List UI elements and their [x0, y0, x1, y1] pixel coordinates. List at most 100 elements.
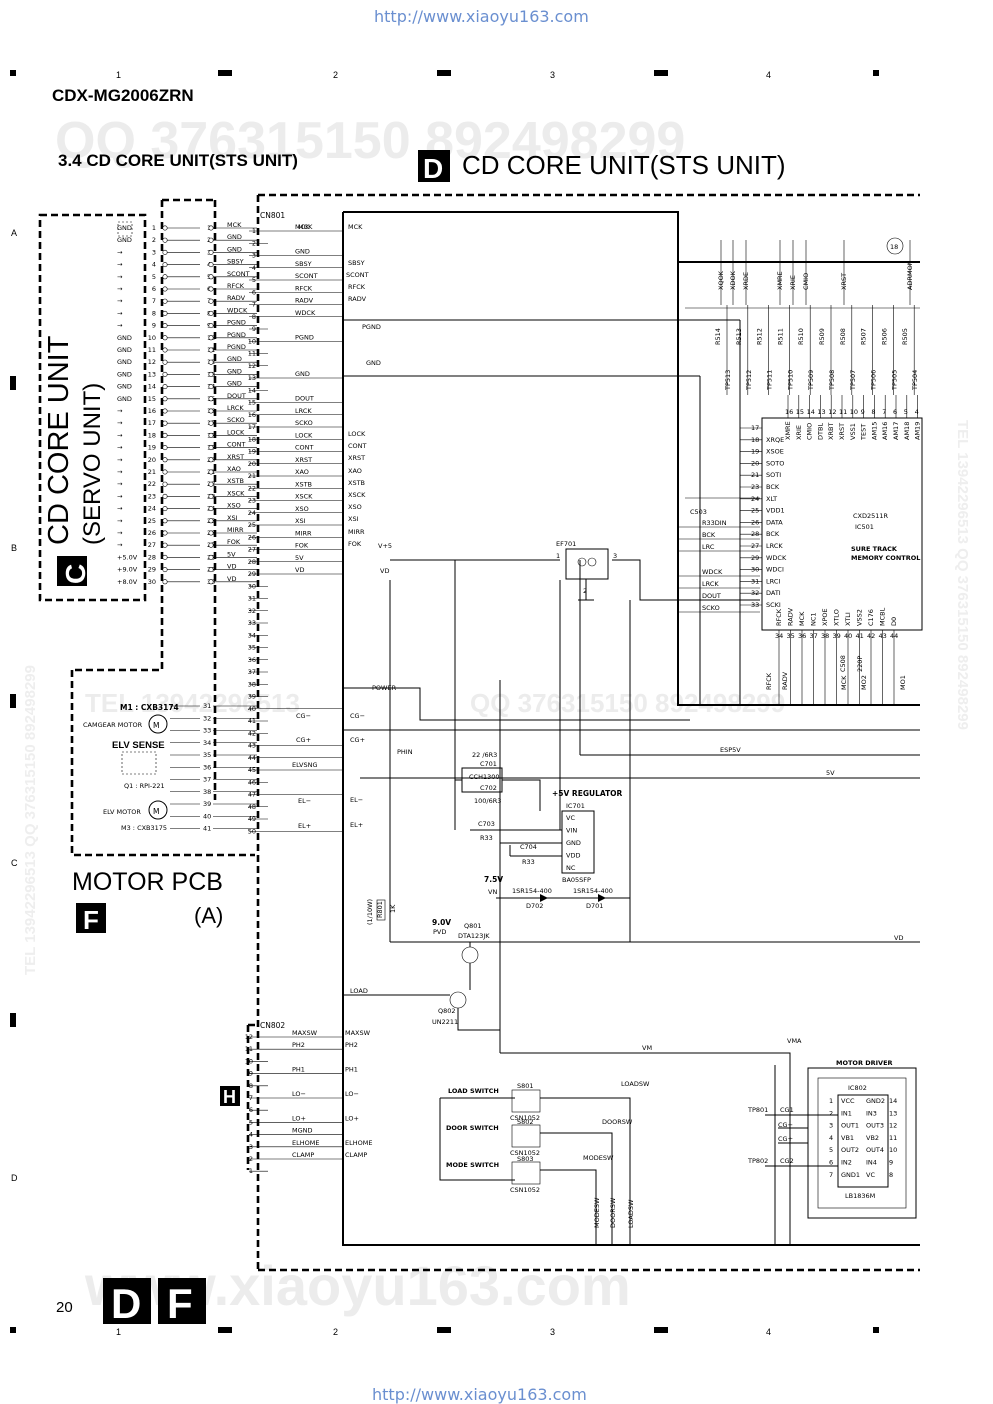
grid-markers-left: [10, 376, 16, 1027]
ic501-bottom-net: MO2: [860, 675, 868, 690]
servo-pin-30: 30: [148, 578, 156, 586]
ic802-left-label: GND1: [841, 1171, 860, 1179]
servo-pin-dot: [162, 347, 168, 353]
cn-c-pin-dot: [208, 323, 214, 329]
c701-value: 22 /6R3: [472, 751, 497, 759]
s801-part: CSN1052: [510, 1114, 540, 1122]
servo-pin-dot: [162, 420, 168, 426]
servo-pin-9: 9: [152, 322, 156, 330]
motor-pcb: M1 : CXB3174 M CAMGEAR MOTOR ELV SENSE Q…: [72, 702, 257, 935]
pvd-near-q801: PVD: [433, 928, 446, 936]
cn802-signal: MAXSW: [292, 1029, 318, 1037]
servo-pin-dot: [162, 567, 168, 573]
r-label: R511: [776, 328, 784, 345]
ic501-top-label: AM16: [881, 422, 889, 440]
inner-label: EL−: [350, 796, 363, 804]
servo-pin-dot: [162, 542, 168, 548]
servo-pin-dot: [162, 310, 168, 316]
ic501-bottom-label: RFCK: [775, 608, 783, 626]
bus-lines: ESP5V 5V VD VM VMA: [343, 319, 920, 1245]
servo-pin-dot: [162, 408, 168, 414]
s803-part: CSN1052: [510, 1186, 540, 1194]
ic802-left-pin: 2: [829, 1109, 833, 1117]
doorsw-label: DOORSW: [602, 1118, 633, 1126]
inner-label: RFCK: [348, 283, 366, 291]
ic501-top-pin-16: 16: [785, 408, 793, 416]
servo-right-label: →: [117, 273, 123, 281]
url-bottom[interactable]: http://www.xiaoyu163.com: [372, 1385, 587, 1404]
ic802-left-pin: 7: [829, 1171, 833, 1179]
servo-pin-15: 15: [148, 395, 156, 403]
ic501-bottom-label: MCBL: [879, 607, 887, 626]
cn-c-signal: CONT: [227, 441, 246, 449]
ic501-top-pin-5: 5: [904, 408, 908, 416]
url-top[interactable]: http://www.xiaoyu163.com: [374, 7, 589, 26]
ic501-net: WDCK: [702, 568, 723, 576]
cn801-wire-label: 5V: [295, 554, 304, 562]
servo-pin-dot: [162, 554, 168, 560]
ic501-bottom-net: MO1: [899, 675, 907, 690]
cn-c-signal: MCK: [227, 221, 242, 229]
servo-right-label: GND: [117, 383, 132, 391]
d701-part: 1SR154-400: [573, 887, 613, 895]
servo-pin-dot: [162, 445, 168, 451]
ic501-net: R33DIN: [702, 519, 727, 527]
servo-right-label: →: [117, 419, 123, 427]
cn801-wire-label: FOK: [295, 542, 309, 550]
cn802-pin-12: 12: [245, 1033, 253, 1041]
ic501-bottom-label: XTLI: [844, 612, 852, 626]
servo-right-label: →: [117, 431, 123, 439]
footer-letter-d: D: [111, 1280, 141, 1327]
ic501-left-label: VDD1: [766, 507, 785, 515]
cn802-signal: MGND: [292, 1127, 313, 1135]
s802-box: [511, 1124, 541, 1148]
cn802-signal: PH1: [292, 1066, 305, 1074]
motor-pcb-q1: Q1 : RPI-221: [124, 782, 165, 790]
s801-box: [511, 1089, 541, 1113]
c508-value: 220P: [856, 656, 864, 672]
connector-c: 11MCK22GND33GND44SBSY55SCONT66RFCK77RADV…: [148, 221, 257, 586]
inner-label: SCONT: [346, 271, 369, 279]
load-label: LOAD: [350, 987, 368, 995]
ic501-top-label: AM17: [892, 422, 900, 440]
footer-badge-d: [103, 1278, 151, 1324]
servo-unit-subtitle: (SERVO UNIT): [79, 383, 106, 545]
servo-pin-dot: [162, 530, 168, 536]
cn802-inner: ELHOME: [345, 1139, 372, 1147]
servo-right-label: →: [117, 541, 123, 549]
big-title: CD CORE UNIT(STS UNIT): [462, 150, 786, 180]
cn-c-pin-dot: [208, 432, 214, 438]
r-label: R512: [756, 328, 764, 345]
tp-label: TP512: [745, 370, 753, 391]
s801-label: S801: [517, 1082, 534, 1090]
cn-c-pin-dot: [208, 420, 214, 426]
s802-label: S802: [517, 1118, 534, 1126]
motor-pin-38: 38: [203, 788, 211, 796]
ic501-top-label: AM18: [903, 422, 911, 440]
tp-label: TP508: [828, 370, 836, 391]
q801-part: DTA123JK: [458, 932, 490, 940]
ic802-left-label: IN2: [841, 1159, 852, 1167]
servo-pin-23: 23: [148, 492, 156, 500]
servo-pin-dot: [162, 335, 168, 341]
cn-c-pin-dot: [208, 408, 214, 414]
cn802-signal: CLAMP: [292, 1151, 314, 1159]
servo-right-label: GND: [117, 395, 132, 403]
cn802-pin-11: 11: [245, 1045, 253, 1053]
cgm-label: CG−: [778, 1121, 793, 1129]
cn-c-signal: XSTB: [227, 477, 244, 485]
cn-c-signal: SCONT: [227, 270, 250, 278]
sts-board-outline: [343, 211, 920, 706]
inner-label: RADV: [348, 295, 367, 303]
cn801-wire-label: RADV: [295, 297, 314, 305]
motor-pin-32: 32: [203, 714, 211, 722]
r-label: R509: [818, 328, 826, 345]
r-label: R513: [735, 328, 743, 345]
cn-c-signal: VD: [227, 563, 236, 571]
cn802-letter: H: [223, 1087, 236, 1107]
cn-c-pin-dot: [208, 579, 214, 585]
r801-label: R801: [376, 901, 384, 918]
motor-pcb-elv: ELV MOTOR: [103, 808, 141, 816]
servo-pin-dot: [162, 481, 168, 487]
cn801-wire-label: RFCK: [295, 284, 313, 292]
